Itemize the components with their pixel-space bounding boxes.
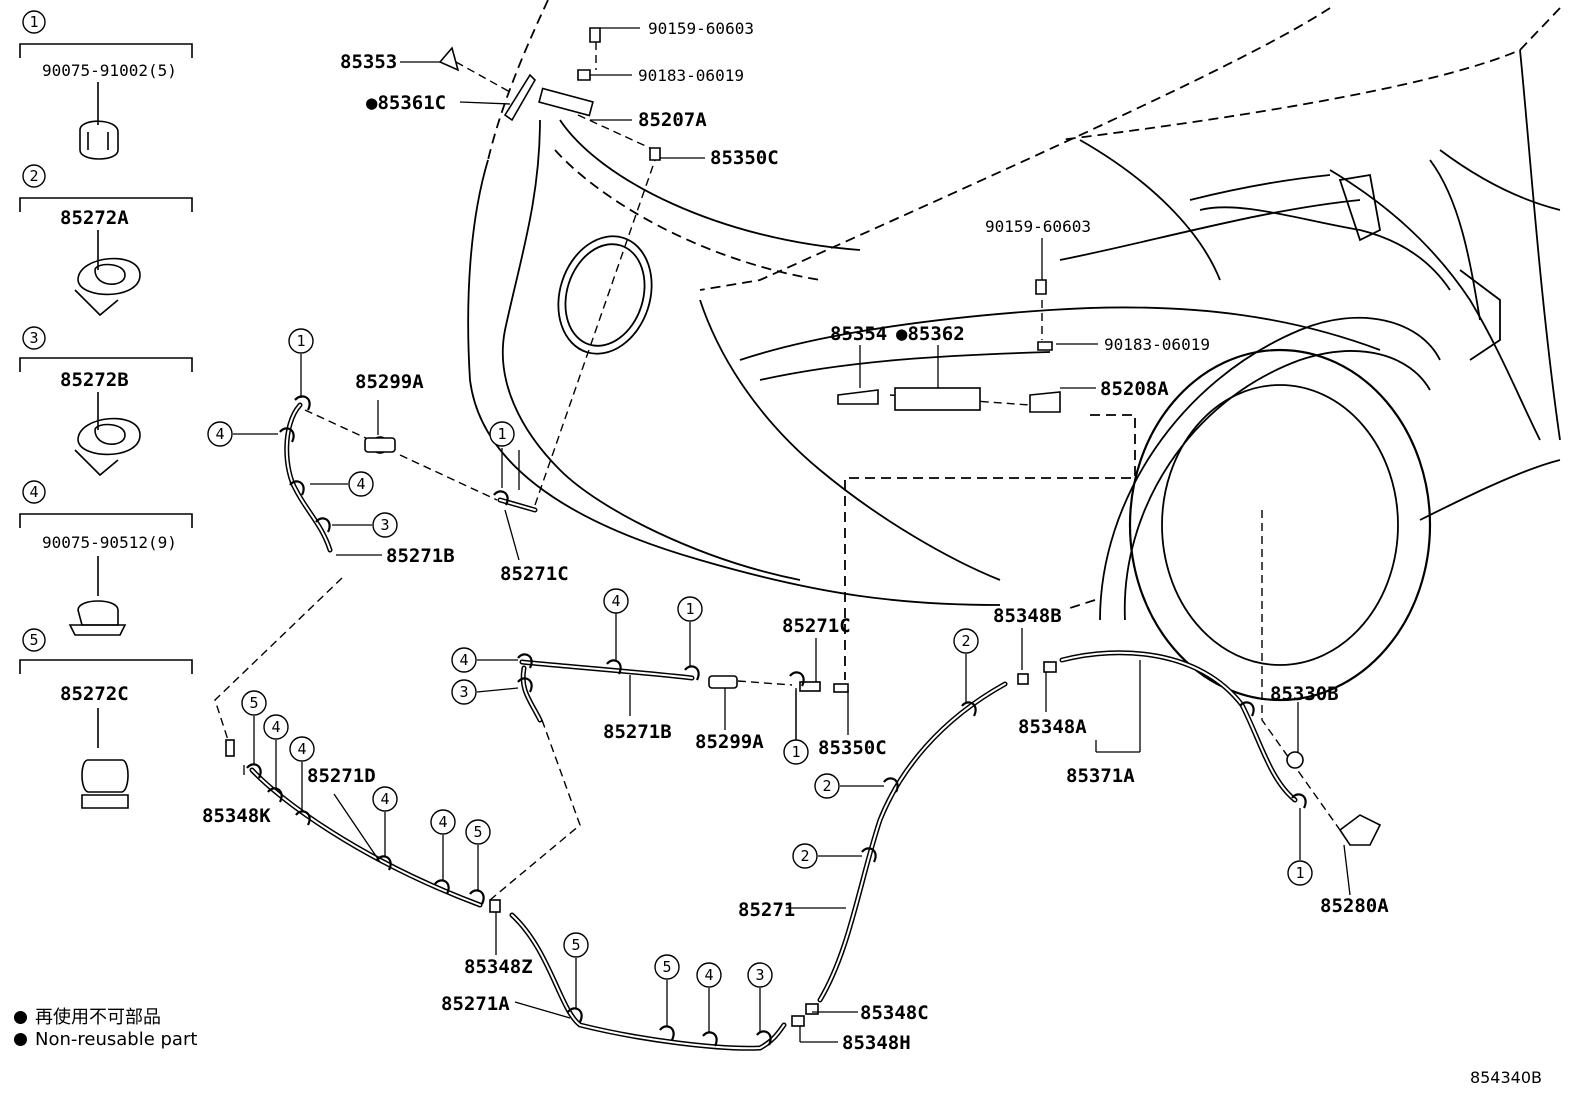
legend-num-1: 1 [29,13,38,31]
callout-4-g: 4 [380,790,389,808]
label-85350C-top: 85350C [710,147,779,169]
hose-callout-numbers: 1 4 4 3 1 4 1 4 3 1 2 2 2 5 4 4 4 4 5 5 … [215,332,1304,984]
label-85280A: 85280A [1320,895,1389,917]
clip-3-part: 85272B [60,369,129,391]
hose-clips [246,395,1307,1047]
callout-1-b: 1 [497,425,506,443]
callout-4-f: 4 [297,740,306,758]
clip-4-part: 90075-90512(9) [42,533,177,552]
callout-3-b: 3 [459,683,468,701]
callout-2-a: 2 [961,632,970,650]
legend-num-2: 2 [29,167,38,185]
label-85207A: 85207A [638,109,707,131]
label-85271: 85271 [738,899,795,921]
label-85271B-mid: 85271B [603,721,672,743]
callout-4-h: 4 [438,813,447,831]
car-body-outline [467,0,1561,702]
callout-4-b: 4 [356,475,365,493]
non-reusable-dot-icon [14,1033,27,1046]
part-labels: 85353 ●85361C 90159-60603 90183-06019 85… [202,19,1389,1054]
label-85350C-mid: 85350C [818,737,887,759]
legend-num-4: 4 [29,483,38,501]
callout-5-d: 5 [662,958,671,976]
legend-english: Non-reusable part [14,1029,197,1050]
clip-5-part: 85272C [60,683,129,705]
label-85208A: 85208A [1100,378,1169,400]
callout-4-c: 4 [611,592,620,610]
label-85348C: 85348C [860,1002,929,1024]
label-85353: 85353 [340,51,397,73]
label-85330B: 85330B [1270,683,1339,705]
callout-5-a: 5 [249,694,258,712]
label-85371A: 85371A [1066,765,1135,787]
label-85348Z: 85348Z [464,956,533,978]
callout-4-i: 4 [704,966,713,984]
label-85299A-top: 85299A [355,371,424,393]
callout-2-b: 2 [822,777,831,795]
label-85348A: 85348A [1018,716,1087,738]
label-90183-06019-mid: 90183-06019 [1104,335,1210,354]
leader-lines [233,27,1351,1043]
legend-japanese: 再使用不可部品 [14,1003,161,1029]
label-85271C-mid: 85271C [500,563,569,585]
callout-4-a: 4 [215,425,224,443]
diagram-code: 854340B [1469,1068,1542,1087]
label-90159-60603-mid: 90159-60603 [985,217,1091,236]
legend-jp-text: 再使用不可部品 [35,1007,161,1028]
label-85362: ●85362 [896,323,965,345]
non-reusable-dot-icon [14,1011,27,1024]
hose-callout-circles [207,328,1313,988]
label-85299A-mid: 85299A [695,731,764,753]
clip-1-part: 90075-91002(5) [42,61,177,80]
callout-3-c: 3 [755,966,764,984]
washer-hoses [249,402,1298,1051]
callout-1-a: 1 [296,332,305,350]
callout-3-a: 3 [380,516,389,534]
label-85348K: 85348K [202,805,271,827]
connector-dashes [214,42,1341,901]
label-85361C: ●85361C [366,92,446,114]
callout-1-c: 1 [685,600,694,618]
callout-4-d: 4 [459,651,468,669]
callout-1-e: 1 [1295,864,1304,882]
callout-1-d: 1 [791,743,800,761]
label-90159-60603-top: 90159-60603 [648,19,754,38]
label-90183-06019-top: 90183-06019 [638,66,744,85]
clip-2-part: 85272A [60,207,129,229]
label-85271C-right: 85271C [782,615,851,637]
callout-5-c: 5 [571,936,580,954]
legend-num-3: 3 [29,329,38,347]
clip-legend-badges: 1 2 3 4 5 [22,10,46,652]
clip-legend-brackets [19,43,193,809]
hardware-parts [225,27,1382,1027]
label-85354: 85354 [830,323,887,345]
legend-en-text: Non-reusable part [35,1029,198,1050]
callout-4-e: 4 [271,718,280,736]
legend-num-5: 5 [29,631,38,649]
callout-2-c: 2 [800,847,809,865]
label-85271B-left: 85271B [386,545,455,567]
label-85348H: 85348H [842,1032,911,1054]
callout-5-b: 5 [473,823,482,841]
label-85348B: 85348B [993,605,1062,627]
clip-legend-parts: 90075-91002(5) 85272A 85272B 90075-90512… [42,61,177,705]
label-85271A: 85271A [441,993,510,1015]
label-85271D: 85271D [307,765,376,787]
